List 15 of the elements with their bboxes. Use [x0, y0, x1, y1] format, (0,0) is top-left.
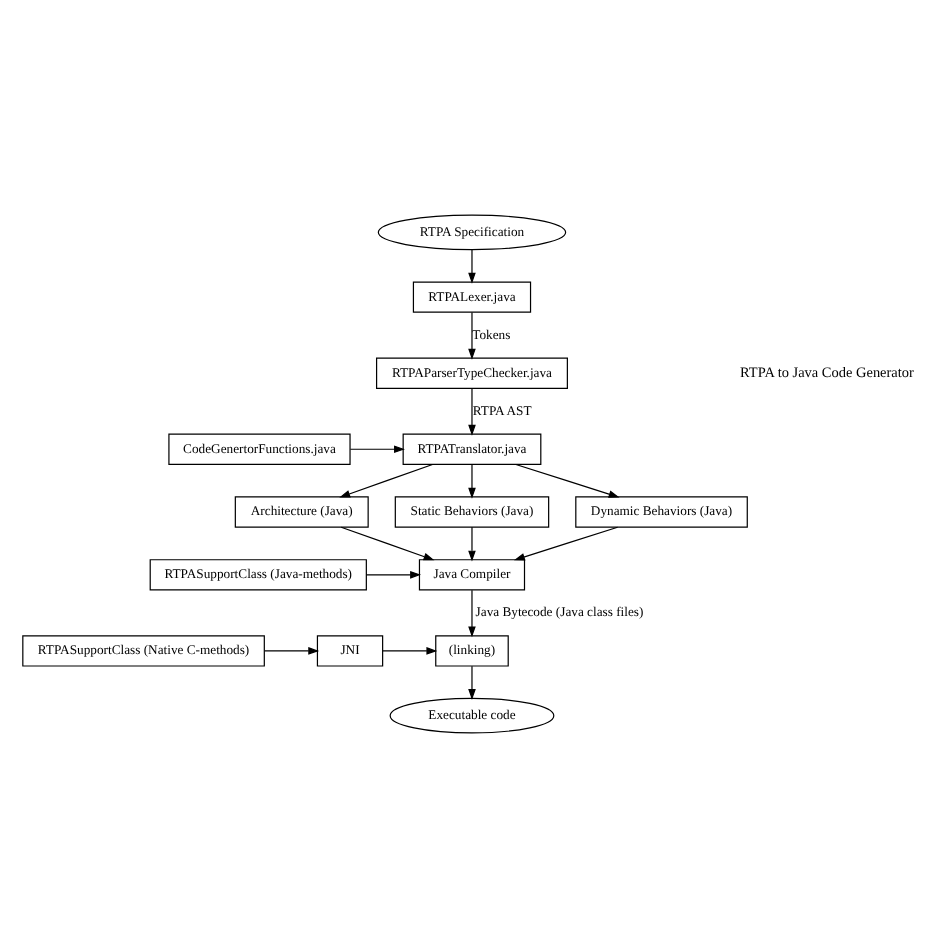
arrow [467, 589, 475, 638]
arrow [364, 571, 420, 579]
arrow [467, 463, 475, 499]
arrow [467, 249, 475, 284]
arrow [467, 526, 475, 562]
arrow [467, 388, 475, 436]
arrow [512, 526, 618, 561]
arrow [467, 311, 475, 360]
arrow [339, 526, 434, 561]
arrow [467, 665, 475, 700]
arrow [338, 463, 433, 498]
arrow [262, 647, 319, 655]
arrow [348, 445, 404, 454]
arrow [381, 647, 437, 655]
arrow [514, 463, 619, 498]
